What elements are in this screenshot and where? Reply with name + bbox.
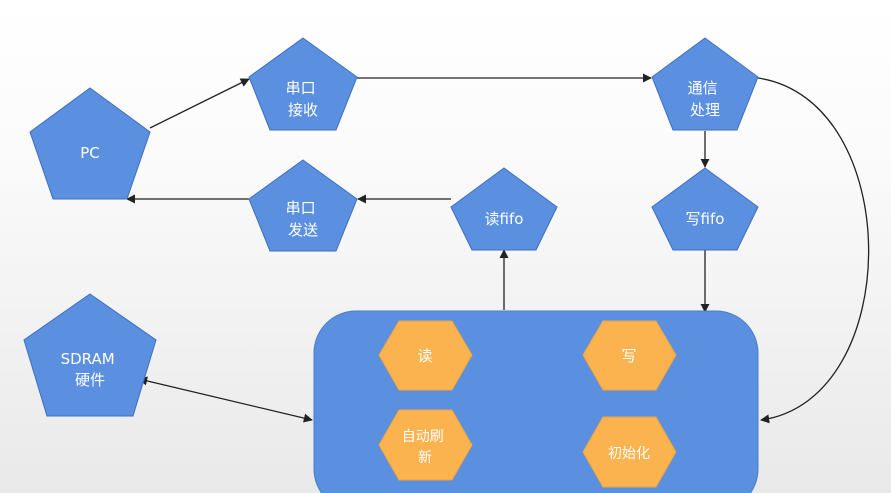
op-refresh-shape <box>378 409 473 481</box>
op-init: 初始化 <box>582 416 677 488</box>
comm-shape <box>651 37 759 131</box>
node-write-fifo: 写fifo <box>651 167 759 251</box>
op-init-shape <box>582 416 677 488</box>
uart-rx-shape <box>248 37 358 131</box>
op-read: 读 <box>378 320 473 391</box>
node-pc: PC <box>29 87 151 200</box>
sdram-controller-module <box>313 310 759 493</box>
edge-sdram-module-bidirectional <box>138 376 313 423</box>
comm-label: 通信 处理 <box>688 79 723 119</box>
op-read-shape <box>378 320 473 391</box>
op-init-label: 初始化 <box>608 445 650 462</box>
sdram-shape <box>23 293 157 417</box>
pc-label: PC <box>80 144 100 162</box>
read-fifo-label: 读fifo <box>485 210 524 228</box>
node-sdram: SDRAM 硬件 <box>23 293 157 417</box>
uart-tx-label: 串口 发送 <box>286 199 321 239</box>
node-uart-rx: 串口 接收 <box>248 37 358 131</box>
uart-rx-label: 串口 接收 <box>286 79 321 119</box>
op-read-label: 读 <box>417 347 432 365</box>
node-read-fifo: 读fifo <box>450 167 558 251</box>
pc-shape <box>29 87 151 200</box>
uart-tx-shape <box>248 159 358 252</box>
op-write-label: 写 <box>621 347 636 365</box>
op-refresh: 自动刷 新 <box>378 409 473 481</box>
op-write-shape <box>582 320 677 391</box>
node-comm: 通信 处理 <box>651 37 759 131</box>
edges <box>126 73 870 424</box>
sdram-label: SDRAM 硬件 <box>61 350 120 389</box>
write-fifo-shape <box>651 167 759 251</box>
node-uart-tx: 串口 发送 <box>248 159 358 252</box>
edge-comm-to-module-curve <box>757 77 870 424</box>
op-refresh-label: 自动刷 新 <box>402 429 448 466</box>
edge-pc-to-uart-rx <box>149 78 250 129</box>
write-fifo-label: 写fifo <box>686 210 725 228</box>
read-fifo-shape <box>450 167 558 251</box>
op-write: 写 <box>582 320 677 391</box>
